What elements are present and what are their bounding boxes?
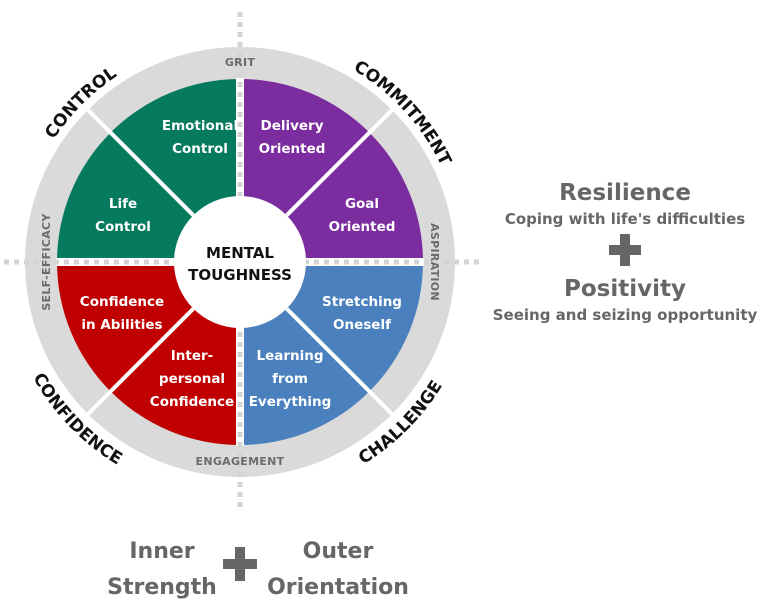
mental-toughness-wheel: EmotionalControlLifeControlDeliveryOrien… — [4, 12, 480, 512]
center-circle — [174, 196, 306, 328]
segment-divider — [85, 107, 195, 217]
segment-label-line: Emotional — [162, 118, 238, 134]
positivity-subtitle: Seeing and seizing opportunity — [492, 306, 758, 324]
outer-orientation-line-2: Orientation — [267, 575, 409, 600]
segment-label-line: Everything — [249, 394, 332, 410]
segment-label-line: Control — [172, 141, 228, 157]
inner-strength-line-2: Strength — [107, 575, 217, 600]
outer-orientation-label: Outer Orientation — [258, 534, 418, 606]
ring-label-engagement: ENGAGEMENT — [196, 455, 285, 468]
right-panel: Resilience Coping with life's difficulti… — [480, 178, 761, 326]
segment-divider — [85, 307, 195, 417]
segment-label-line: Oriented — [259, 141, 326, 157]
segment-label-line: Stretching — [322, 294, 402, 310]
segment-label-line: Goal — [345, 196, 379, 212]
segment-label-line: Oriented — [329, 219, 396, 235]
center-label: MENTAL TOUGHNESS — [188, 244, 292, 284]
bottom-panel: Inner Strength Outer Orientation — [0, 534, 480, 614]
segment-label-line: Oneself — [333, 317, 391, 333]
segment-label-line: Delivery — [260, 118, 323, 134]
positivity-title: Positivity — [564, 276, 686, 302]
segment-divider — [285, 307, 395, 417]
segment-divider — [285, 107, 395, 217]
segment-label-line: Learning — [256, 348, 323, 364]
segment-label-line: Control — [95, 219, 151, 235]
segment-label-line: Confidence — [150, 394, 234, 410]
resilience-subtitle: Coping with life's difficulties — [504, 210, 746, 228]
segment-label-line: Life — [109, 196, 137, 212]
segment-label-line: personal — [159, 371, 225, 387]
ring-label-self-efficacy: SELF-EFFICACY — [40, 213, 53, 311]
segment-confidence-in-abilities: Confidence in Abilities — [80, 294, 164, 333]
plus-icon — [480, 230, 761, 274]
segment-label-line: Inter- — [171, 348, 214, 364]
center-label-line-1: MENTAL — [206, 244, 274, 262]
ring-label-grit: GRIT — [225, 56, 255, 69]
center-label-line-2: TOUGHNESS — [188, 266, 292, 284]
segment-label-line: Confidence — [80, 294, 164, 310]
ring-label-aspiration: ASPIRATION — [428, 223, 441, 301]
segment-label-line: from — [272, 371, 308, 387]
outer-orientation-line-1: Outer — [302, 539, 374, 564]
inner-strength-line-1: Inner — [129, 539, 195, 564]
resilience-title: Resilience — [559, 180, 691, 206]
segment-label-line: in Abilities — [81, 317, 162, 333]
plus-icon — [220, 544, 260, 595]
inner-strength-label: Inner Strength — [92, 534, 232, 606]
